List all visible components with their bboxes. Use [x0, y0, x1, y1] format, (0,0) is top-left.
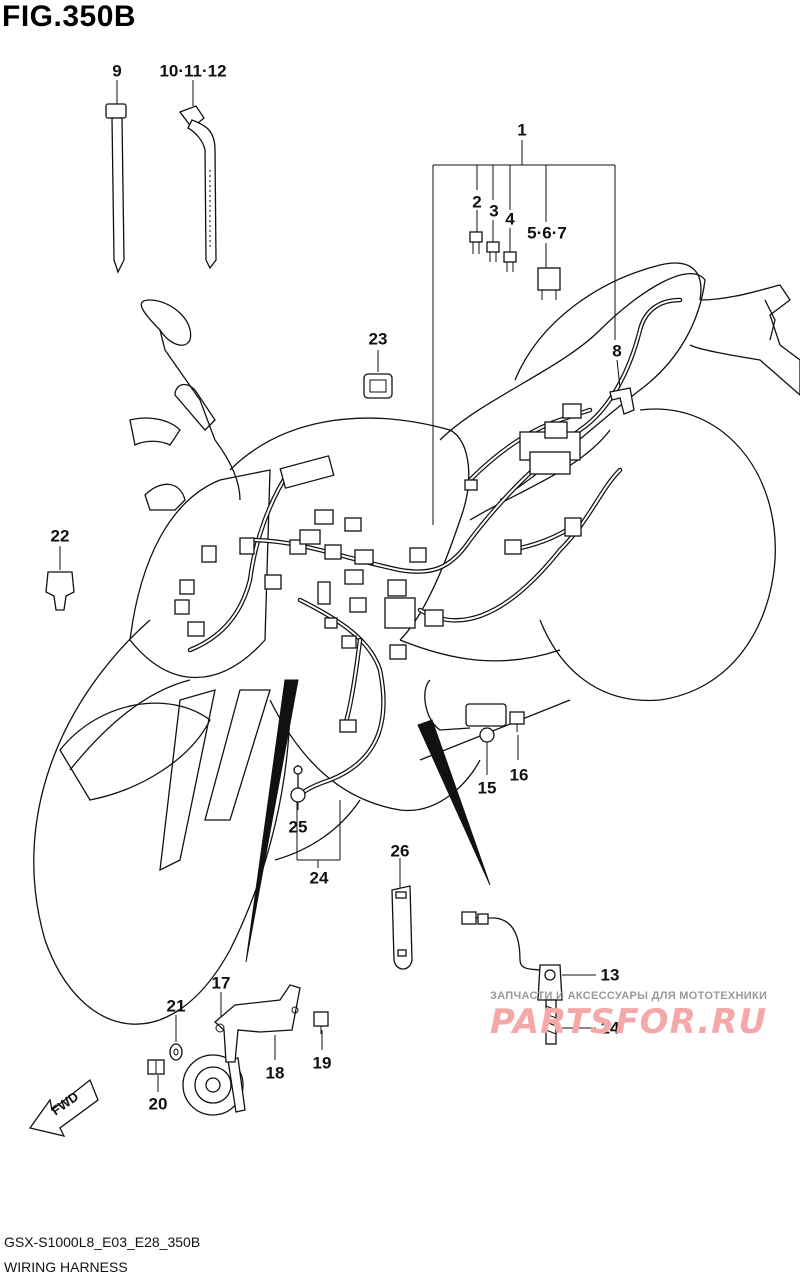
- pointer-arrow-sensor: [417, 719, 491, 886]
- callout-20: 20: [148, 1094, 168, 1114]
- callout-15: 15: [477, 778, 497, 798]
- figure-title: FIG.350B: [2, 0, 137, 33]
- part-25-grommet: [290, 765, 306, 803]
- callout-19: 19: [312, 1053, 332, 1073]
- part-19-bolt: [313, 1011, 329, 1034]
- part-2-fuse: [469, 231, 483, 254]
- part-21-washer: [169, 1043, 183, 1061]
- callout-23: 23: [368, 329, 388, 349]
- part-10-11-12-clamp-tie: [178, 105, 217, 270]
- callout-25: 25: [288, 817, 308, 837]
- callout-8: 8: [612, 341, 622, 361]
- callout-18: 18: [265, 1063, 285, 1083]
- part-22-connector: [45, 571, 75, 611]
- part-14-sensor-tip: [545, 999, 557, 1045]
- callout-14: 14: [600, 1018, 620, 1038]
- part-16-bolt: [509, 711, 525, 732]
- callout-22: 22: [50, 526, 70, 546]
- part-26-clamp: [391, 885, 413, 970]
- part-3-fuse: [486, 241, 500, 262]
- motorcycle-outline: [33, 262, 800, 1025]
- callout-5-6-7: 5·6·7: [527, 223, 567, 243]
- main-wiring-harness: [174, 297, 683, 798]
- watermark-tagline: ЗАПЧАСТИ И АКСЕССУАРЫ ДЛЯ МОТОТЕХНИКИ: [490, 990, 768, 1002]
- part-23-grommet: [363, 373, 393, 399]
- callout-1: 1: [517, 120, 527, 140]
- callout-17: 17: [211, 973, 231, 993]
- callout-9: 9: [112, 61, 122, 81]
- callout-4: 4: [505, 209, 515, 229]
- part-5-6-7-relay: [537, 267, 561, 300]
- part-8-bracket: [609, 387, 635, 415]
- callout-26: 26: [390, 841, 410, 861]
- part-13-sensor: [461, 911, 563, 1001]
- callout-21: 21: [166, 996, 186, 1016]
- pointer-arrow-horn: [245, 679, 299, 963]
- callout-24: 24: [309, 868, 329, 888]
- part-9-cable-tie: [105, 103, 127, 274]
- part-18-horn-bracket: [214, 984, 301, 1063]
- fwd-arrow-icon: [28, 1078, 99, 1137]
- footer-section-title: WIRING HARNESS: [4, 1259, 128, 1275]
- watermark-brand: PARTSFOR.RU: [490, 1002, 768, 1042]
- callout-10-11-12: 10·11·12: [159, 61, 227, 81]
- part-15-sensor: [424, 679, 507, 743]
- part-17-horn: [182, 1054, 246, 1116]
- callout-16: 16: [509, 765, 529, 785]
- callout-13: 13: [600, 965, 620, 985]
- callout-2: 2: [472, 192, 482, 212]
- part-4-fuse: [503, 251, 517, 272]
- leader-lines: [59, 80, 621, 1092]
- footer-model-code: GSX-S1000L8_E03_E28_350B: [4, 1234, 201, 1250]
- callout-3: 3: [489, 201, 499, 221]
- part-20-bolt: [147, 1059, 165, 1075]
